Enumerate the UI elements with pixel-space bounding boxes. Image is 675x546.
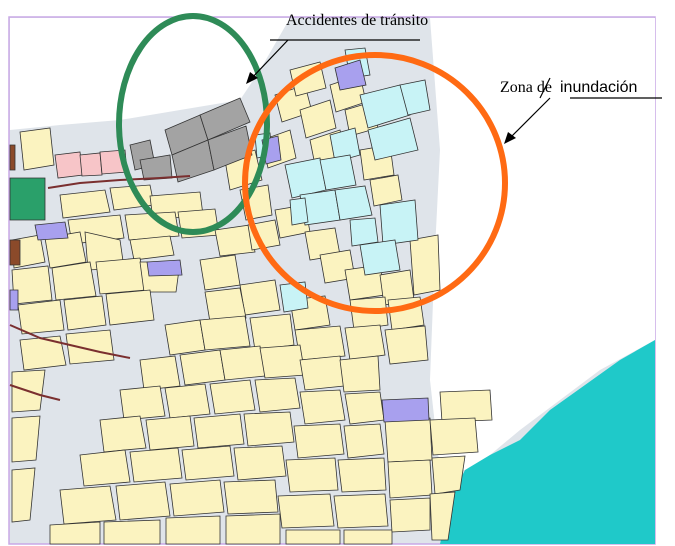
brown-block	[9, 144, 16, 171]
rail-line	[9, 324, 131, 359]
park	[9, 177, 46, 221]
rail-line	[47, 175, 191, 189]
open-area	[430, 18, 655, 470]
rail-line	[9, 384, 61, 401]
accident-arrow-head-icon	[246, 72, 258, 84]
accident-zone-circle	[116, 13, 270, 235]
river	[440, 340, 655, 544]
open-area-top	[10, 18, 290, 130]
institutional-parcels	[9, 59, 430, 423]
accident-parcels	[129, 97, 253, 183]
urban-parcels	[11, 61, 493, 545]
accident-arrow-shaft	[249, 39, 289, 81]
brown-block	[9, 239, 21, 266]
accidents-label: Accidentes de tránsito	[286, 12, 428, 29]
flood-zone-label: Zona de inundación	[500, 79, 637, 96]
flood-zone-label-suffix: inundación	[560, 79, 637, 96]
pink-block	[54, 151, 84, 179]
flood-arrow-shaft	[507, 97, 551, 141]
flood-zone-label-prefix: Zona de	[500, 79, 552, 96]
flood-zone-circle	[242, 52, 508, 314]
flood-arrow-tick	[539, 77, 551, 99]
flood-arrow-head-icon	[504, 132, 516, 144]
flood-parcels	[254, 47, 431, 313]
pink-block	[79, 152, 103, 177]
